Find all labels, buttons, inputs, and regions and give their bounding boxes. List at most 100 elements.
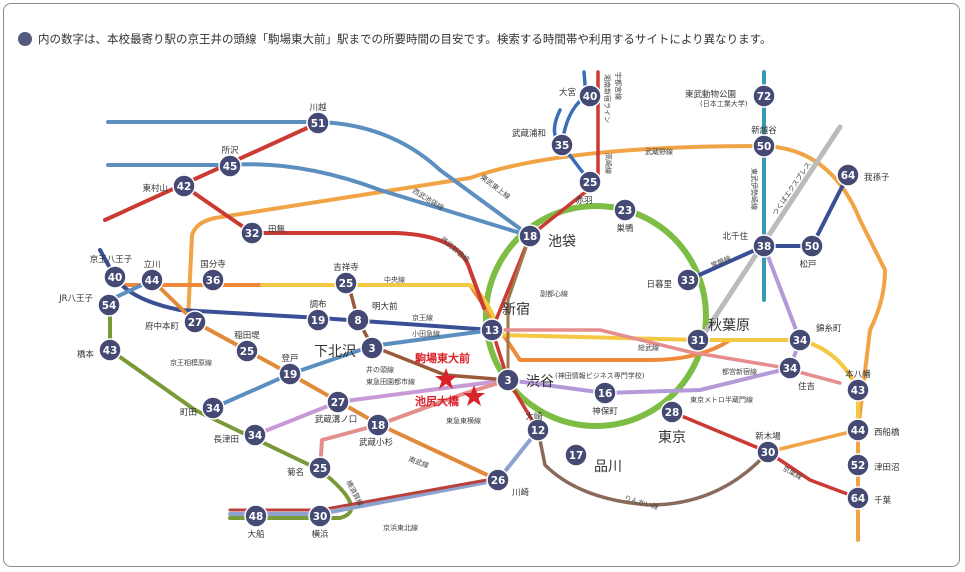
station-minutes: 64 xyxy=(841,170,856,182)
station-minutes: 25 xyxy=(240,346,255,358)
tx-line xyxy=(697,124,843,343)
line-label: 京王線 xyxy=(412,313,433,322)
station-marker-icon xyxy=(306,111,330,135)
station-ikebukuro: 18 池袋 xyxy=(518,224,576,250)
station-name: 渋谷 xyxy=(526,374,554,390)
station-minutes: 30 xyxy=(761,447,776,459)
station-name: 池袋 xyxy=(548,234,576,250)
station-marker-icon xyxy=(846,418,870,442)
station-marker-icon xyxy=(360,336,384,360)
station-minutes: 16 xyxy=(598,388,613,400)
station-name: 川越 xyxy=(309,102,327,113)
station-name: 菊名 xyxy=(287,467,304,478)
sobu-east-line xyxy=(766,428,860,454)
station-marker-icon xyxy=(244,504,268,528)
station-marker-icon xyxy=(836,163,860,187)
station-marker-icon xyxy=(480,318,504,342)
line-label: 中央線 xyxy=(384,275,405,284)
station-name: 赤羽 xyxy=(575,196,592,206)
station-musashimizonokuchi: 27 武蔵溝ノ口 xyxy=(315,390,358,425)
station-minutes: 40 xyxy=(583,91,598,103)
station-minutes: 27 xyxy=(331,397,346,409)
station-marker-icon xyxy=(593,381,617,405)
station-marker-icon xyxy=(550,133,574,157)
station-name: 稲田堤 xyxy=(234,330,260,341)
station-name: 北千住 xyxy=(722,231,748,242)
station-minutes: 36 xyxy=(206,275,221,287)
station-tobudobutsukoen: 72 東武動物公園 xyxy=(685,84,776,108)
station-marker-icon xyxy=(140,268,164,292)
station-marker-icon xyxy=(526,418,550,442)
station-omiya: 40 大宮 xyxy=(559,84,602,108)
station-minutes: 23 xyxy=(618,205,633,217)
station-minutes: 28 xyxy=(665,407,680,419)
line-label: つくばエクスプレス xyxy=(770,160,813,217)
station-marker-icon xyxy=(496,368,520,392)
station-minutes: 31 xyxy=(691,335,706,347)
station-minutes: 54 xyxy=(102,300,117,312)
station-minutes: 3 xyxy=(504,375,511,387)
station-marker-icon xyxy=(235,339,259,363)
line-labels: 東武東上線 西武池袋線 西武新宿線 中央線 京王線 小田急線 京王相模原線 井の… xyxy=(170,72,813,532)
joban-line xyxy=(686,173,850,282)
station-name: 神保町 xyxy=(592,406,618,417)
station-name: 新越谷 xyxy=(751,125,777,136)
station-marker-icon xyxy=(218,154,242,178)
station-minutes: 72 xyxy=(757,91,772,103)
station-name: 横浜 xyxy=(311,529,329,540)
station-name: 大宮 xyxy=(559,87,576,98)
station-minutes: 13 xyxy=(485,325,500,337)
station-marker-icon xyxy=(308,456,332,480)
station-name: 本八幡 xyxy=(845,369,871,380)
station-name: 長津田 xyxy=(213,434,239,445)
seibu-shinjuku-line xyxy=(103,121,486,310)
station-minutes: 12 xyxy=(531,425,546,437)
station-name: 所沢 xyxy=(221,145,239,156)
station-minutes: 18 xyxy=(523,231,538,243)
station-name: 東村山 xyxy=(142,183,168,194)
line-label: 湘南新宿ライン xyxy=(603,74,612,123)
station-marker-icon xyxy=(243,423,267,447)
station-marker-icon xyxy=(756,440,780,464)
station-marker-icon xyxy=(172,174,196,198)
station-nagatsuta: 34 長津田 xyxy=(213,423,267,447)
station-name: 松戸 xyxy=(799,259,816,270)
station-marker-icon xyxy=(326,390,350,414)
station-marker-icon xyxy=(660,400,684,424)
station-marker-icon xyxy=(846,378,870,402)
station-name: 大崎 xyxy=(525,411,543,422)
nit-label: (日本工業大学) xyxy=(700,99,748,108)
station-marker-icon xyxy=(752,234,776,258)
station-minutes: 25 xyxy=(339,278,354,290)
chuo-line xyxy=(108,283,782,362)
line-label: りんかい線 xyxy=(623,493,659,511)
station-name: 住吉 xyxy=(798,381,815,392)
station-minutes: 43 xyxy=(103,345,118,357)
station-name: JR八王子 xyxy=(58,294,93,304)
station-minutes: 34 xyxy=(248,430,263,442)
station-name: 秋葉原 xyxy=(708,318,750,334)
station-marker-icon xyxy=(240,221,264,245)
station-name: 東武動物公園 xyxy=(685,89,736,100)
station-name: 町田 xyxy=(180,408,197,418)
station-minutes: 50 xyxy=(757,141,772,153)
station-marker-icon xyxy=(578,170,602,194)
station-minutes: 27 xyxy=(188,317,203,329)
station-name: 日暮里 xyxy=(646,279,672,290)
station-name: 品川 xyxy=(594,459,622,475)
station-minutes: 38 xyxy=(757,241,772,253)
station-name: 武蔵溝ノ口 xyxy=(315,414,358,425)
station-marker-icon xyxy=(334,271,358,295)
station-marker-icon xyxy=(201,396,225,420)
